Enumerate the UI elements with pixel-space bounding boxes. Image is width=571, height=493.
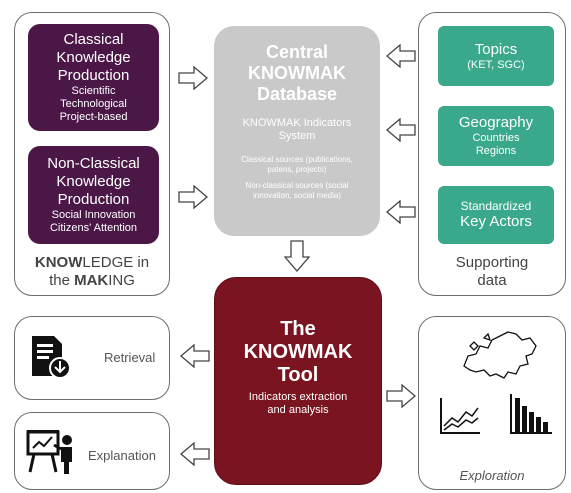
nonclassical-title-3: Production	[57, 191, 130, 208]
retrieval-label: Retrieval	[104, 350, 156, 365]
classical-sub-2: Technological	[60, 98, 127, 110]
arrow-tool-to-exploration	[386, 384, 416, 408]
db-classical-1: Classical sources (publications,	[241, 155, 353, 164]
db-subtitle-2: System	[278, 130, 316, 142]
central-database-box: Central KNOWMAK Database KNOWMAK Indicat…	[214, 26, 380, 236]
caption-ledge: LEDGE in	[82, 254, 150, 271]
line-chart-icon	[440, 398, 480, 434]
caption-the: the	[49, 272, 75, 289]
geography-title: Geography	[458, 114, 534, 131]
knowledge-caption: KNOWLEDGE in the MAKING	[14, 254, 170, 290]
arrow-topics-to-db	[386, 44, 416, 68]
classical-knowledge-box: Classical Knowledge Production Scientifi…	[28, 24, 159, 131]
topics-box: Topics (KET, SGC)	[438, 26, 554, 86]
bar-chart-icon	[510, 394, 552, 434]
arrow-actors-to-db	[386, 200, 416, 224]
supporting-caption-2: data	[477, 272, 507, 289]
db-title-1: Central	[265, 42, 328, 62]
key-actors-box: Standardized Key Actors	[438, 186, 554, 244]
tool-title-2: KNOWMAK	[243, 341, 353, 363]
topics-title: Topics	[474, 40, 518, 58]
db-classical-2: patens, projects)	[267, 165, 327, 174]
db-title-2: KNOWMAK	[248, 63, 346, 83]
tool-sub-1: Indicators extraction	[248, 391, 348, 403]
arrow-tool-to-retrieval	[180, 344, 210, 368]
document-download-icon	[32, 336, 71, 379]
europe-map-icon	[463, 331, 537, 379]
arrow-geography-to-db	[386, 118, 416, 142]
actors-title-1: Standardized	[460, 198, 532, 213]
classical-title-2: Knowledge	[56, 49, 131, 66]
arrow-tool-to-explanation	[180, 442, 210, 466]
supporting-caption: Supporting data	[418, 254, 566, 290]
supporting-caption-1: Supporting	[455, 254, 529, 271]
nonclassical-sub-2: Citizens' Attention	[49, 222, 138, 234]
tool-title-3: Tool	[277, 364, 319, 386]
arrow-nonclassical-to-db	[178, 185, 208, 209]
geography-box: Geography Countries Regions	[438, 106, 554, 166]
nonclassical-sub-1: Social Innovation	[51, 209, 136, 221]
db-title-3: Database	[256, 84, 338, 104]
db-nonclassical-2: innovation, social media)	[252, 191, 342, 200]
nonclassical-title-1: Non-Classical	[47, 155, 140, 172]
db-subtitle-1: KNOWMAK Indicators	[242, 117, 352, 129]
classical-title-1: Classical	[63, 31, 124, 48]
caption-ing: ING	[108, 272, 135, 289]
topics-sub: (KET, SGC)	[467, 58, 525, 71]
classical-sub-1: Scientific	[71, 85, 116, 97]
nonclassical-title-2: Knowledge	[56, 173, 131, 190]
presenter-board-icon	[26, 430, 72, 474]
knowmak-tool-box: The KNOWMAK Tool Indicators extraction a…	[214, 277, 382, 485]
geography-sub-2: Regions	[475, 145, 517, 157]
db-nonclassical-1: Non-classical sources (social	[245, 181, 349, 190]
nonclassical-knowledge-box: Non-Classical Knowledge Production Socia…	[28, 146, 159, 244]
geography-sub-1: Countries	[472, 132, 520, 144]
caption-know: KNOW	[34, 254, 83, 271]
explanation-label: Explanation	[88, 448, 156, 463]
arrow-classical-to-db	[178, 66, 208, 90]
tool-title-1: The	[280, 318, 316, 340]
exploration-label: Exploration	[459, 468, 525, 483]
tool-sub-2: and analysis	[267, 404, 329, 416]
classical-sub-3: Project-based	[59, 111, 128, 123]
actors-title-2: Key Actors	[460, 212, 532, 230]
classical-title-3: Production	[57, 67, 130, 84]
caption-mak: MAK	[74, 272, 109, 289]
arrow-db-to-tool	[284, 240, 310, 272]
